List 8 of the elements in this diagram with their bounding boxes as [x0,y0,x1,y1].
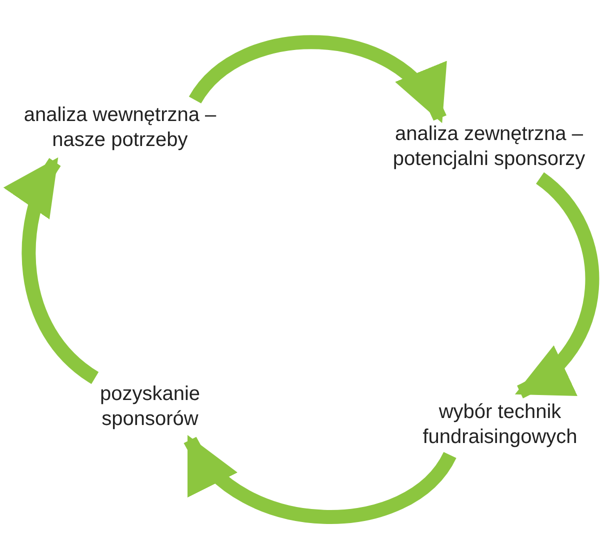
curved-arrow [515,172,599,398]
cycle-step-label: analiza wewnętrzna – nasze potrzeby [22,103,218,153]
curved-arrow [5,157,100,384]
curved-arrow [184,435,456,524]
cycle-step-label: wybór technik fundraisingowych [422,400,578,450]
curved-arrow [189,35,446,123]
cycle-step-label: analiza zewnętrzna – potencjalni sponsorzy [392,122,586,172]
cycle-step-label: pozyskanie sponsorów [98,382,202,432]
